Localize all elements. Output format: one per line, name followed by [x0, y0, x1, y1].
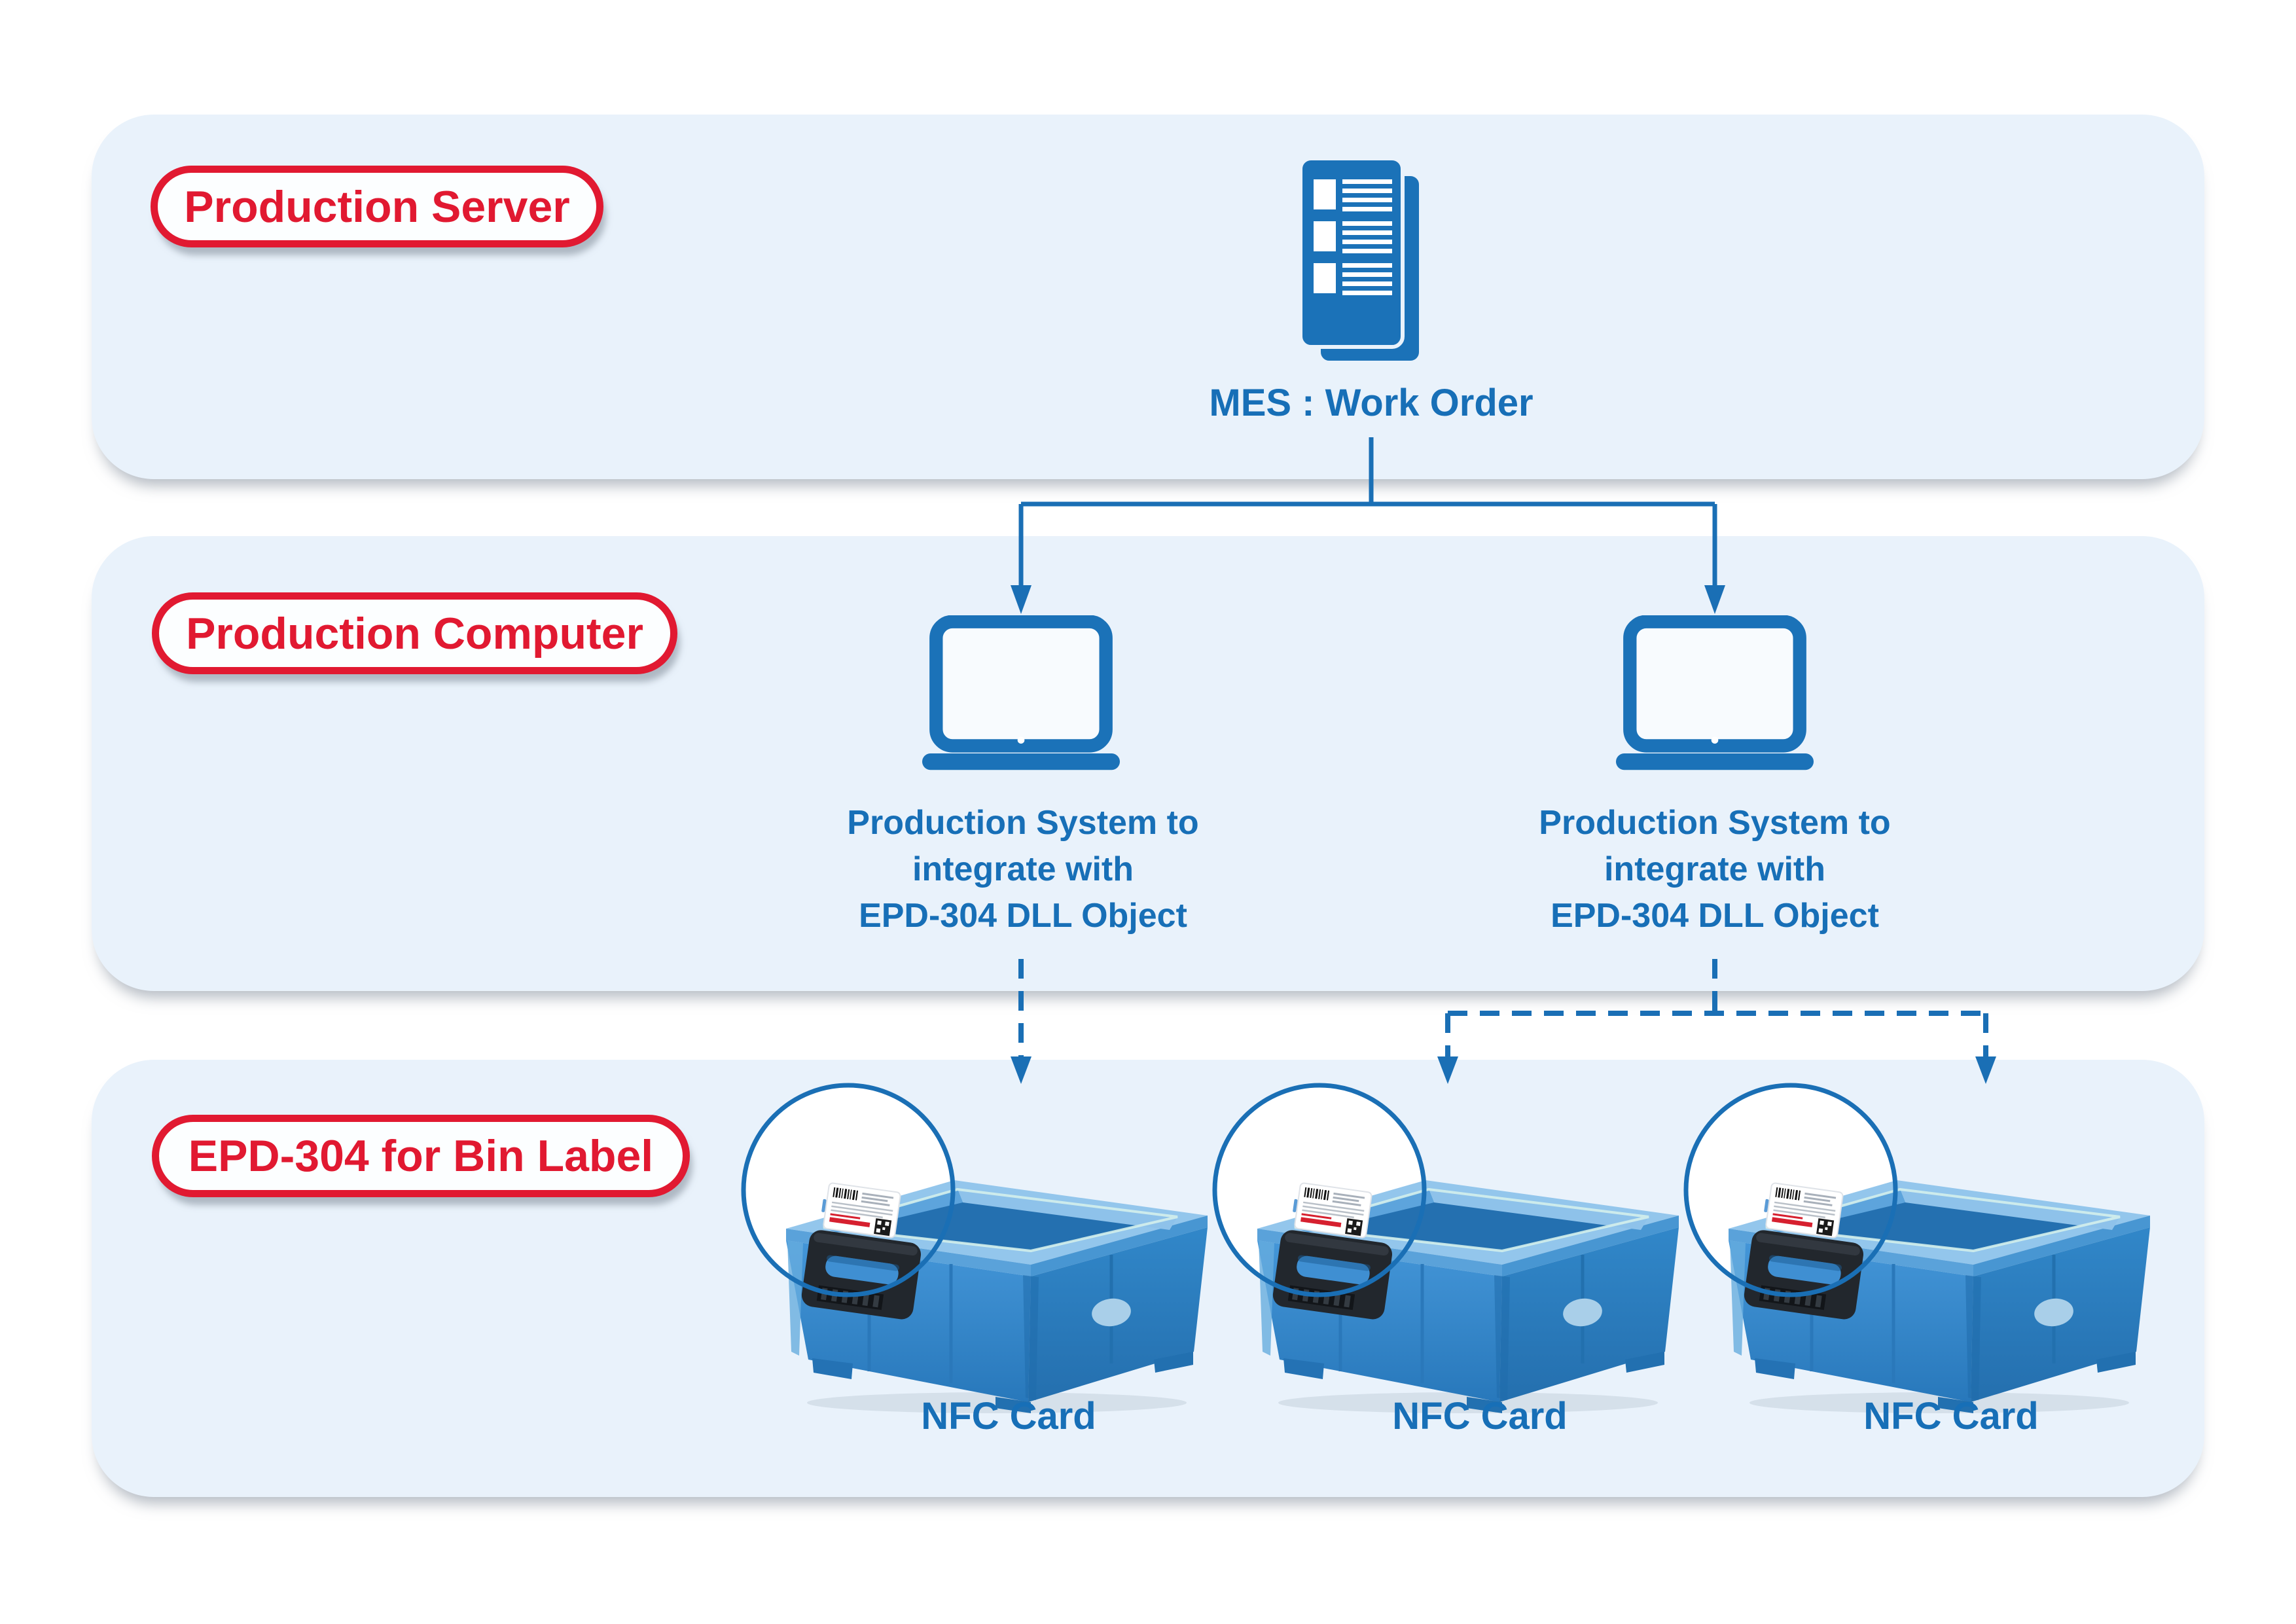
- nfc-card-label: NFC Card: [1392, 1395, 1568, 1437]
- caption-line: integrate with: [1604, 850, 1826, 888]
- caption-line: EPD-304 DLL Object: [859, 897, 1187, 935]
- production-computer-pill-label: Production Computer: [186, 608, 643, 659]
- nfc-bin-photo: [1677, 1077, 2162, 1417]
- solid-arrowheads: [1011, 585, 1725, 614]
- nfc-bin-photo: [735, 1077, 1219, 1417]
- caption-line: Production System to: [1539, 804, 1891, 842]
- laptop-icon: [1613, 615, 1816, 774]
- epd-bin-label-pill: EPD-304 for Bin Label: [152, 1115, 690, 1197]
- laptop-icon: [920, 615, 1122, 774]
- caption-line: Production System to: [847, 804, 1199, 842]
- mes-work-order-caption: MES : Work Order: [1209, 382, 1534, 424]
- caption-line: integrate with: [912, 850, 1134, 888]
- production-server-pill-label: Production Server: [184, 181, 570, 232]
- dashed-connectors: [1018, 959, 1988, 1056]
- solid-branch-connector: [1018, 437, 1717, 586]
- production-system-caption: Production System to integrate with EPD-…: [728, 800, 1318, 939]
- nfc-card-label: NFC Card: [921, 1395, 1096, 1437]
- caption-line: EPD-304 DLL Object: [1551, 897, 1879, 935]
- dashed-arrowheads: [1011, 1056, 1996, 1084]
- production-system-caption: Production System to integrate with EPD-…: [1420, 800, 2009, 939]
- production-computer-pill: Production Computer: [152, 592, 677, 674]
- epd-bin-label-pill-label: EPD-304 for Bin Label: [188, 1131, 654, 1181]
- production-server-pill: Production Server: [151, 166, 603, 247]
- nfc-card-label: NFC Card: [1863, 1395, 2039, 1437]
- nfc-bin-photo: [1206, 1077, 1691, 1417]
